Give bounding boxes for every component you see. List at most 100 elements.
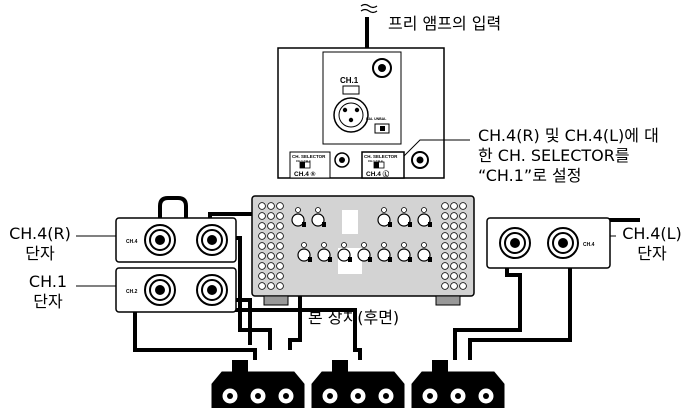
unit-jack [258, 282, 266, 290]
ch1-label-line-2: 단자 [33, 292, 63, 311]
unit-terminal-tab [428, 257, 432, 262]
unit-jack [459, 212, 467, 220]
amp-connector [432, 362, 446, 372]
input-signal-icon [360, 3, 378, 9]
unit-jack [258, 242, 266, 250]
selector-channel-right: CH.4 Ⓛ [366, 169, 390, 178]
unit-jack [441, 282, 449, 290]
unit-jack [450, 202, 458, 210]
unit-jack [441, 252, 449, 260]
unit-terminal [417, 248, 431, 262]
unit-jack [267, 232, 275, 240]
unit-terminal-tab [408, 222, 412, 227]
unit-jack [267, 212, 275, 220]
amplifiers [211, 360, 505, 408]
unit-jack [441, 202, 449, 210]
unit-terminal-post [381, 207, 387, 213]
unit-jack [276, 242, 284, 250]
amp-connector [232, 362, 246, 372]
unit-terminal-post [295, 207, 301, 213]
unit-terminal-tab [302, 222, 306, 227]
ch4l-label-line-1: CH.4(L) [622, 224, 682, 243]
unit-jack [258, 212, 266, 220]
unit-jack [450, 252, 458, 260]
unit-terminal-post [381, 242, 387, 248]
unit-jack [459, 202, 467, 210]
unit-jack [441, 262, 449, 270]
unit-terminal [397, 213, 411, 227]
selector-title-left: CH. SELECTOR [292, 154, 326, 159]
unit-jack [258, 252, 266, 260]
unit-jack [450, 222, 458, 230]
unit-terminal [417, 213, 431, 227]
ch1-terminal-label: CH.1 단자 [20, 272, 76, 312]
amp-jack-center [255, 393, 261, 399]
unit-jack [459, 252, 467, 260]
unit-jack [276, 212, 284, 220]
unit-jack [459, 222, 467, 230]
unit-jack [258, 222, 266, 230]
unit-jack [258, 202, 266, 210]
unit-jack [258, 262, 266, 270]
unit-terminal-tab [388, 257, 392, 262]
unit-terminal [377, 213, 391, 227]
amp-jack-center [283, 393, 289, 399]
amp-jack-center [483, 393, 489, 399]
selector-options-right: CH.1 CH.4 [368, 159, 383, 163]
unit-jack [459, 282, 467, 290]
unit-jack [441, 222, 449, 230]
unit-jack [276, 272, 284, 280]
ch4-left-box-label: CH.4 [126, 239, 138, 245]
unit-terminal-post [421, 207, 427, 213]
unit-terminal-post [315, 207, 321, 213]
unit-terminal-post [401, 207, 407, 213]
ch1-label-line-1: CH.1 [28, 272, 68, 291]
xlr-label: CH.1 [340, 76, 359, 85]
unit-terminal-post [321, 242, 327, 248]
ch4l-terminal-box: CH.4 [486, 217, 611, 269]
unit-terminal-tab [408, 257, 412, 262]
unit-jack [441, 272, 449, 280]
selector-box-right [361, 151, 405, 179]
unit-jack [459, 262, 467, 270]
unit-jack [276, 252, 284, 260]
ch4l-label-line-2: 단자 [637, 244, 667, 263]
unit-jack [267, 262, 275, 270]
unit-jack [450, 242, 458, 250]
ch4r-terminal-box: CH.4 [115, 217, 237, 263]
amp-jack-center [355, 393, 361, 399]
unit-terminal-tab [368, 257, 372, 262]
ch4r-label-line-2: 단자 [25, 244, 55, 263]
selector-options-left: CH.1 CH.4 [296, 159, 311, 163]
unit-jack [450, 282, 458, 290]
amp-jack-center [455, 393, 461, 399]
unit-terminal-tab [428, 222, 432, 227]
unit-jack [276, 282, 284, 290]
unit-terminal-post [301, 242, 307, 248]
switch-label: BAL UNBAL [366, 117, 387, 121]
unit-terminal [357, 248, 371, 262]
ch1-box-label: CH.2 [126, 289, 138, 295]
amp-jack-center [383, 393, 389, 399]
amp-jack-center [327, 393, 333, 399]
unit-jack [258, 232, 266, 240]
unit-terminal-tab [328, 257, 332, 262]
ch4-right-box-label: CH.4 [583, 242, 595, 248]
unit-jack [276, 202, 284, 210]
ch4r-label-line-1: CH.4(R) [9, 224, 71, 243]
unit-jack [267, 282, 275, 290]
unit-jack [459, 272, 467, 280]
xlr-connector [333, 85, 369, 133]
unit-rear-label: 본 장치(후면) [308, 308, 400, 327]
unit-terminal [291, 213, 305, 227]
unit-terminal-post [341, 242, 347, 248]
ch4l-terminal-label: CH.4(L) 단자 [616, 224, 688, 264]
unit-terminal-tab [388, 222, 392, 227]
preamp-input-label: 프리 앰프의 입력 [388, 14, 502, 33]
unit-jack [450, 262, 458, 270]
ch4r-terminal-label: CH.4(R) 단자 [4, 224, 76, 264]
unit-terminal-tab [348, 257, 352, 262]
unit-terminal-tab [322, 222, 326, 227]
